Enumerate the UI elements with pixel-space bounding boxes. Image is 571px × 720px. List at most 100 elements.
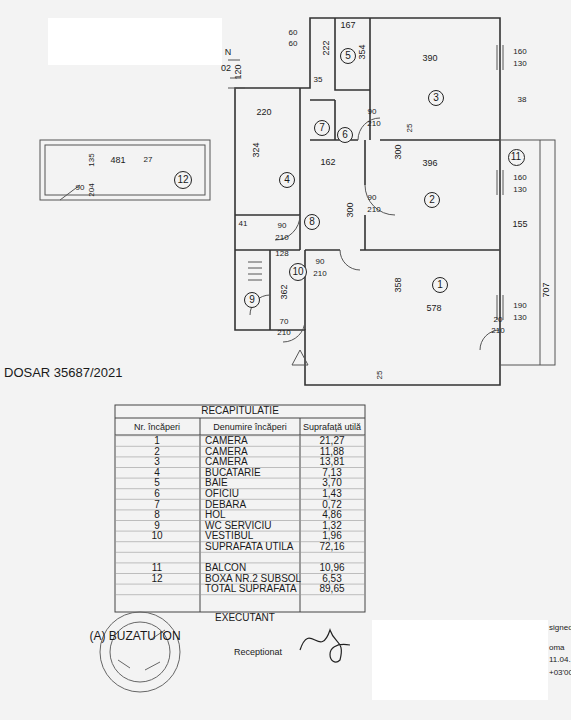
dimension: 02 (221, 64, 231, 73)
room-number: 5 (345, 51, 351, 61)
dimension: 300 (394, 144, 403, 159)
dimension: 222 (322, 40, 331, 55)
dimension: 130 (513, 314, 526, 322)
table-cell: 21,27 (319, 436, 344, 446)
table-cell: 11 (152, 563, 162, 573)
dimension: 128 (275, 250, 288, 258)
dimension: 300 (346, 202, 355, 217)
table-cell: 3 (154, 457, 160, 467)
room-number-circle: 5 (340, 48, 356, 64)
dimension: 396 (422, 159, 437, 168)
table-cell: BOXA NR.2 SUBSOL (205, 574, 301, 584)
table-cell: 12 (151, 574, 162, 584)
dimension: 358 (394, 277, 403, 292)
table-cell: 8 (154, 510, 160, 520)
room-number-circle: 7 (314, 120, 330, 136)
table-cell: Nr. încăperi (134, 423, 180, 432)
table-cell: CAMERA (205, 447, 248, 457)
table-cell: BAIE (205, 478, 228, 488)
table-cell: Receptionat (234, 648, 282, 657)
room-number-circle: 3 (428, 90, 444, 106)
room-number-circle: 10 (289, 263, 307, 281)
dimension: 481 (110, 156, 125, 165)
table-cell: SUPRAFATA UTILA (205, 542, 294, 552)
table-cell: 7,13 (322, 468, 341, 478)
dimension: 27 (144, 156, 153, 164)
table-cell: OFICIU (205, 489, 239, 499)
room-number-circle: 4 (279, 172, 295, 188)
dimension: 90 (368, 108, 377, 116)
dimension: 90 (278, 222, 287, 230)
room-number-circle: 2 (424, 192, 440, 208)
room-number-circle: 11 (508, 149, 525, 166)
table-cell: HOL (205, 510, 226, 520)
table-cell: signed (549, 624, 571, 632)
room-number: 11 (511, 152, 521, 162)
table-cell: DEBARA (205, 500, 246, 510)
room-number-circle: 12 (174, 171, 192, 189)
dimension: 204 (88, 183, 96, 196)
dimension: 155 (512, 220, 527, 229)
dimension: 20 (494, 316, 503, 324)
table-cell: TOTAL SUPRAFATA (205, 584, 297, 594)
room-number: 1 (437, 280, 443, 290)
room-number-circle: 1 (432, 277, 448, 293)
table-cell: CAMERA (205, 457, 248, 467)
dimension: 60 (289, 29, 298, 37)
room-number: 4 (284, 175, 290, 185)
dimension: 210 (367, 120, 380, 128)
table-cell: 72,16 (319, 542, 344, 552)
table-cell: +03'00' (549, 669, 571, 677)
table-cell: 1,43 (322, 489, 341, 499)
table-cell: 3,70 (322, 478, 341, 488)
table-cell: EXECUTANT (215, 613, 275, 623)
dimension: 25 (406, 124, 414, 133)
dimension: 390 (422, 54, 437, 63)
room-number-circle: 6 (337, 127, 353, 143)
table-cell: (A) BUZATU ION (89, 630, 180, 642)
dimension: 160 (513, 174, 526, 182)
dimension: 25 (376, 371, 384, 380)
table-cell: WC SERVICIU (205, 521, 272, 531)
table-cell: 1 (154, 436, 160, 446)
dimension: N (225, 48, 232, 57)
room-number: 3 (433, 93, 439, 103)
dimension: 70 (280, 318, 289, 326)
dimension: 160 (513, 48, 526, 56)
dimension: 167 (340, 21, 355, 30)
table-cell: 11,88 (320, 447, 344, 457)
dimension: 190 (513, 302, 526, 310)
table-cell: 5 (154, 478, 160, 488)
room-number: 9 (249, 295, 255, 305)
table-cell: 1,32 (322, 521, 341, 531)
dimension: 130 (513, 60, 526, 68)
table-cell: CAMERA (205, 436, 248, 446)
table-cell: 10,96 (319, 563, 344, 573)
room-number-circle: 9 (244, 292, 260, 308)
dimension: 354 (358, 44, 367, 59)
table-cell: 6 (154, 489, 160, 499)
table-cell: 7 (154, 500, 160, 510)
dimension: 210 (275, 234, 288, 242)
table-cell: 89,65 (319, 584, 344, 594)
table-cell: 13,81 (319, 457, 344, 467)
dimension: 210 (313, 270, 326, 278)
dimension: 162 (320, 158, 335, 167)
table-cell: 2 (154, 447, 160, 457)
room-number: 10 (292, 267, 303, 277)
dimension: 90 (368, 194, 377, 202)
room-number: 8 (309, 217, 315, 227)
dimension: 210 (277, 329, 290, 337)
dimension: 120 (234, 64, 243, 79)
dimension: 210 (367, 206, 380, 214)
room-number: 6 (342, 130, 348, 140)
table-cell: BUCATARIE (205, 468, 261, 478)
dimension: 90 (316, 258, 325, 266)
room-number: 12 (177, 175, 188, 185)
dimension: 578 (426, 304, 441, 313)
table-cell: 9 (154, 521, 160, 531)
dimension: 60 (289, 40, 298, 48)
table-cell: VESTIBUL (205, 531, 253, 541)
